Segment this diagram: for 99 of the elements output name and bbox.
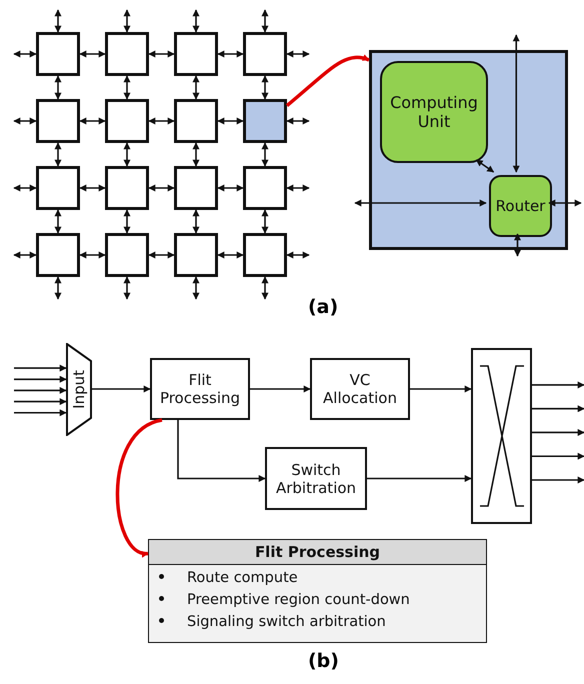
arrow <box>286 184 310 192</box>
arrow <box>148 118 175 124</box>
arrow <box>262 9 268 33</box>
arrow <box>14 386 67 394</box>
arrow <box>14 364 67 372</box>
arrow <box>14 398 67 406</box>
arrow <box>192 75 200 100</box>
arrow <box>148 50 175 58</box>
arrow <box>92 386 151 392</box>
arrow <box>124 209 130 234</box>
crossbar-box <box>471 348 532 524</box>
computing-unit-box <box>380 61 488 163</box>
arrow <box>476 159 494 173</box>
arrow <box>367 475 472 482</box>
arrow <box>217 50 244 58</box>
highlighted-tile-box <box>243 99 287 143</box>
tile-box <box>243 166 287 210</box>
node-label: Switch Arbitration <box>274 460 358 496</box>
pipeline-stage-box <box>265 447 367 510</box>
panel-label: (a) <box>308 296 338 318</box>
tile-box <box>105 99 149 143</box>
bullet-item: Signaling switch arbitration <box>187 614 386 630</box>
arrow <box>192 209 200 234</box>
tile-box <box>105 233 149 277</box>
tile-box <box>105 166 149 210</box>
arrow <box>532 452 584 460</box>
flit-processing-table <box>148 539 487 643</box>
arrow <box>54 75 62 100</box>
tile-box <box>174 32 218 76</box>
arrow <box>54 209 62 234</box>
arrow <box>262 75 268 100</box>
arrow <box>262 142 268 167</box>
arrow <box>79 252 106 258</box>
arrow <box>514 233 521 257</box>
arrow <box>532 405 584 412</box>
input-trapezoid <box>66 343 92 436</box>
tile-box <box>174 166 218 210</box>
arrow <box>410 386 472 392</box>
arrow <box>13 252 37 258</box>
arrow <box>124 75 130 100</box>
arrow <box>548 200 582 206</box>
arrow <box>79 118 106 124</box>
arrow <box>217 252 244 258</box>
tile-box <box>174 233 218 277</box>
arrow <box>192 142 200 167</box>
router-box <box>489 175 552 237</box>
arrow <box>217 184 244 192</box>
node-label: Router <box>494 197 546 215</box>
tile-box <box>36 99 80 143</box>
arrow <box>177 420 266 482</box>
arrow <box>148 252 175 258</box>
arrow <box>148 184 175 192</box>
pipeline-stage-box <box>310 358 410 420</box>
arrow <box>54 9 62 33</box>
bullet-item: Preemptive region count-down <box>187 592 410 608</box>
bullet-item: Route compute <box>187 570 298 586</box>
arrow <box>79 184 106 192</box>
tile-box <box>243 233 287 277</box>
arrow <box>124 9 130 33</box>
arrow <box>54 142 62 167</box>
arrow <box>532 381 584 388</box>
arrow <box>14 376 67 383</box>
input-label: Input <box>70 370 88 409</box>
arrow <box>124 276 130 300</box>
zoom-arrow <box>116 418 163 556</box>
tile-box <box>36 32 80 76</box>
arrow <box>124 142 130 167</box>
arrow <box>13 118 37 124</box>
tile-box <box>243 32 287 76</box>
arrow <box>286 50 310 58</box>
panel-label: (b) <box>308 650 339 672</box>
arrow <box>250 386 311 392</box>
arrow <box>262 276 268 300</box>
arrow <box>13 50 37 58</box>
arrow <box>217 118 244 124</box>
node-label: VC Allocation <box>322 371 398 407</box>
tile-box <box>36 166 80 210</box>
arrow <box>13 184 37 192</box>
arrow <box>14 409 67 416</box>
arrow <box>354 200 487 206</box>
zoom-arrow <box>286 54 370 107</box>
tile-detail-panel <box>369 50 568 250</box>
arrow <box>512 34 520 173</box>
node-label: Flit Processing <box>158 371 242 407</box>
tile-box <box>174 99 218 143</box>
arrow <box>286 118 310 124</box>
tile-box <box>36 233 80 277</box>
arrow <box>532 476 584 484</box>
tile-box <box>105 32 149 76</box>
arrow <box>532 428 584 436</box>
arrow <box>79 50 106 58</box>
arrow <box>286 252 310 258</box>
arrow <box>192 276 200 300</box>
table-header: Flit Processing <box>149 540 486 565</box>
arrow <box>54 276 62 300</box>
arrow <box>262 209 268 234</box>
node-label: Computing Unit <box>389 93 479 131</box>
pipeline-stage-box <box>150 358 250 420</box>
arrow <box>192 9 200 33</box>
